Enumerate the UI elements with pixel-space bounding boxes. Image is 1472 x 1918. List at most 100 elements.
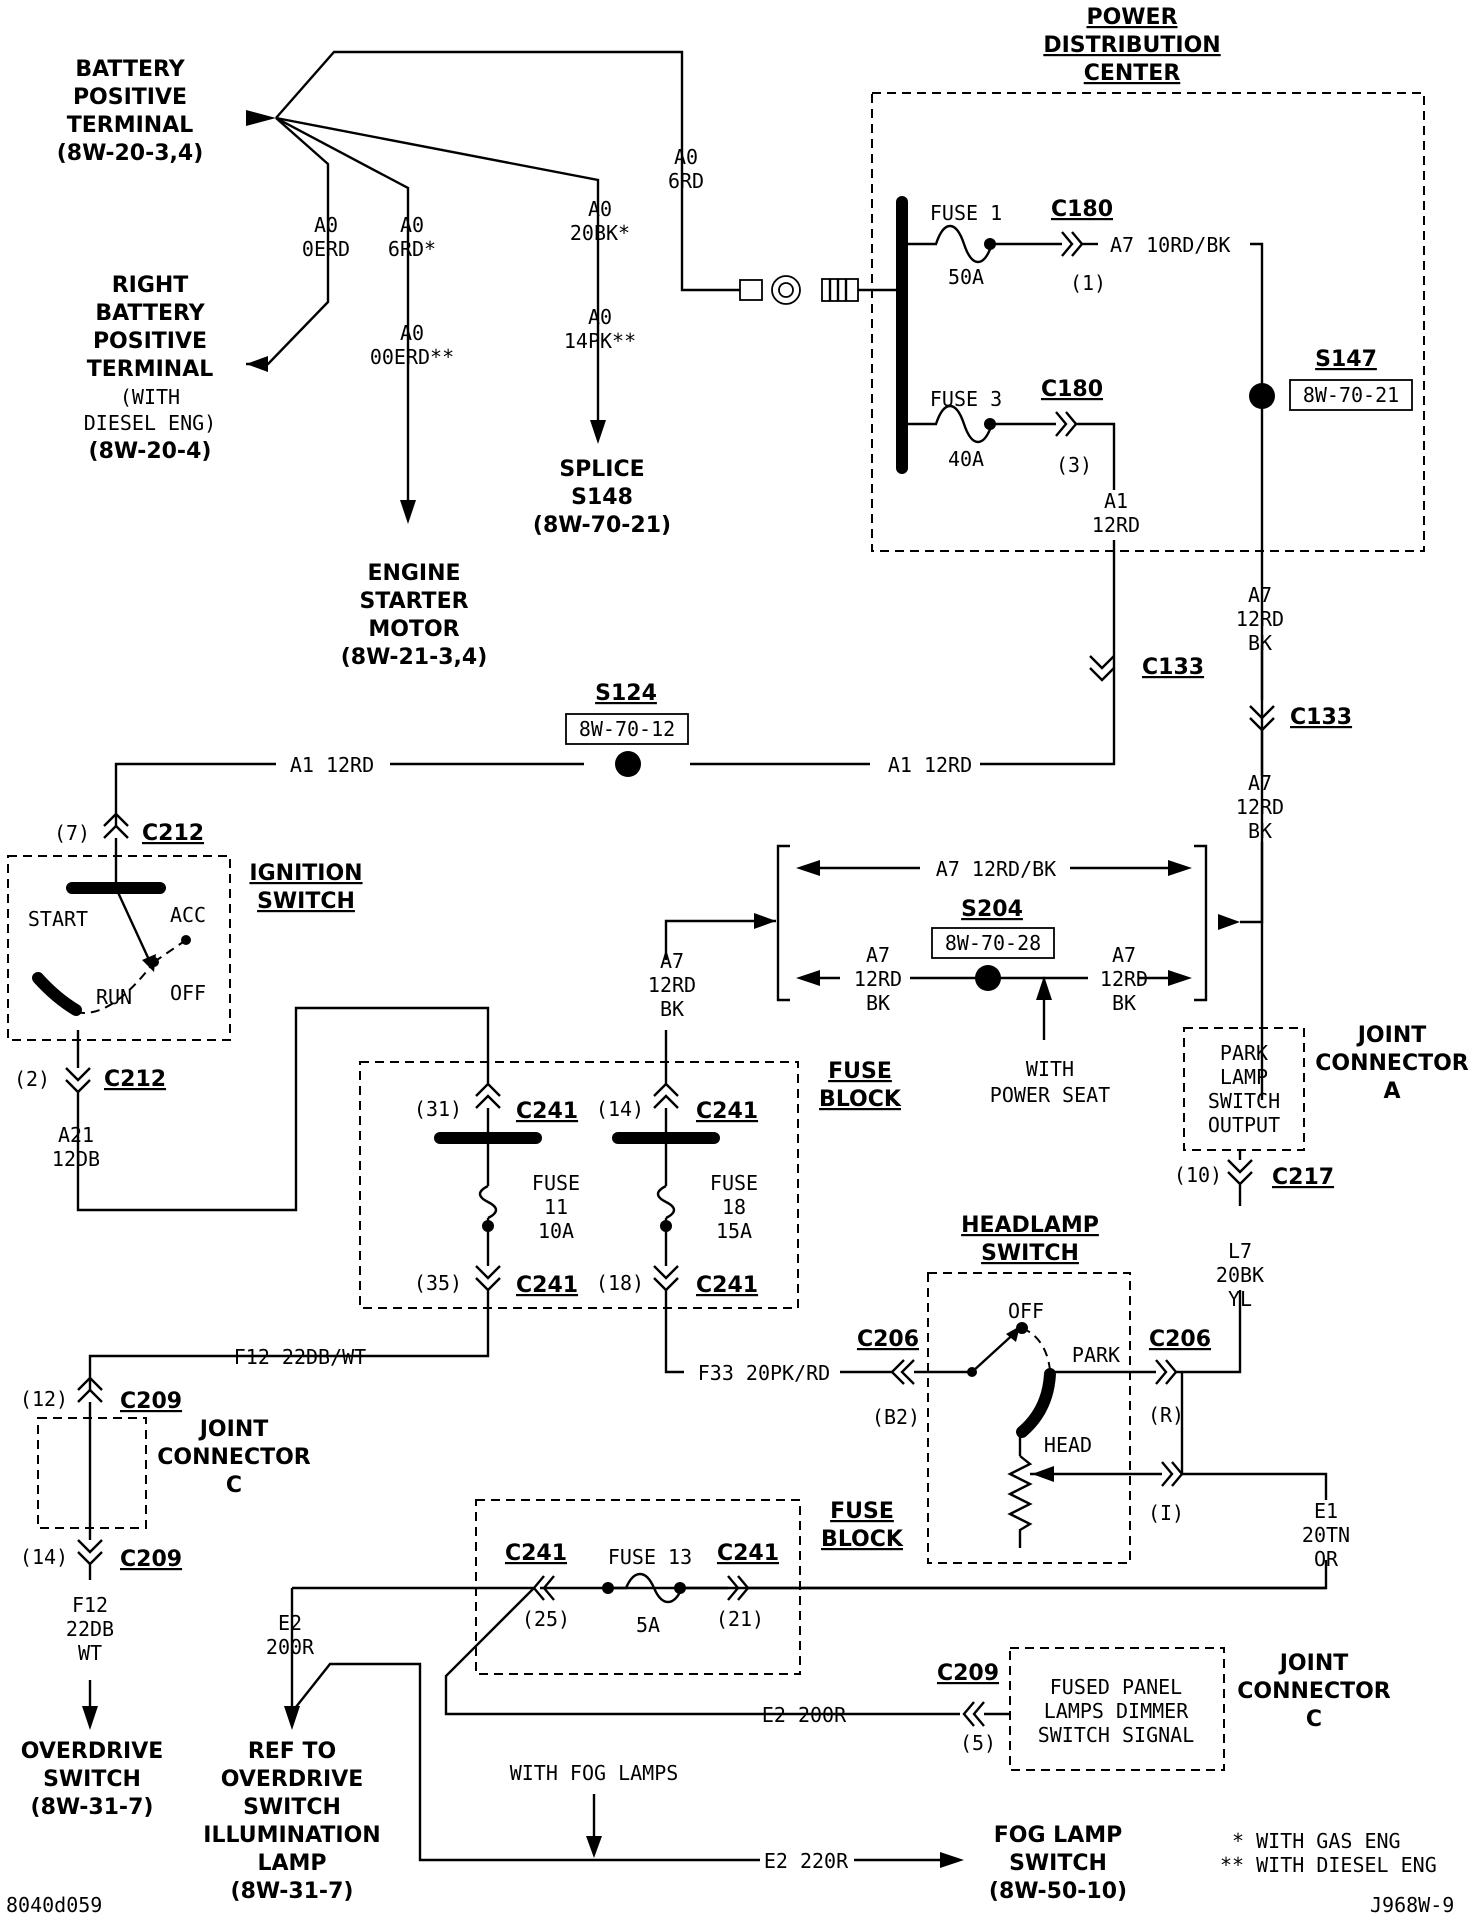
svg-text:SWITCH: SWITCH — [981, 1241, 1079, 1266]
svg-text:POWER: POWER — [1086, 5, 1177, 30]
fuse-block-upper-labels: FUSE BLOCK (31) C241 (14) C241 FUSE 11 1… — [234, 1059, 902, 1385]
svg-text:C133: C133 — [1290, 705, 1352, 730]
svg-text:(18): (18) — [596, 1271, 644, 1295]
svg-text:40A: 40A — [948, 447, 984, 471]
svg-text:FUSE: FUSE — [830, 1499, 894, 1524]
svg-text:(WITH: (WITH — [120, 385, 180, 409]
svg-text:SWITCH: SWITCH — [243, 1795, 341, 1820]
svg-text:6RD: 6RD — [668, 169, 704, 193]
svg-text:(8W-70-21): (8W-70-21) — [533, 513, 671, 538]
svg-text:J968W-9: J968W-9 — [1370, 1893, 1454, 1917]
svg-text:BATTERY: BATTERY — [75, 57, 185, 82]
svg-text:REF TO: REF TO — [248, 1739, 336, 1764]
svg-text:JOINT: JOINT — [1278, 1651, 1349, 1676]
headlamp-labels: HEADLAMP SWITCH OFF PARK HEAD C206 (B2) … — [857, 1213, 1350, 1571]
svg-text:LAMP: LAMP — [1220, 1065, 1268, 1089]
svg-text:BLOCK: BLOCK — [819, 1087, 902, 1112]
svg-text:A: A — [1383, 1079, 1400, 1104]
svg-text:OUTPUT: OUTPUT — [1208, 1113, 1280, 1137]
svg-text:C209: C209 — [120, 1389, 182, 1414]
svg-text:POSITIVE: POSITIVE — [93, 329, 207, 354]
svg-text:OFF: OFF — [170, 981, 206, 1005]
svg-text:A7: A7 — [1112, 943, 1136, 967]
svg-text:F33 20PK/RD: F33 20PK/RD — [698, 1361, 830, 1385]
svg-text:C212: C212 — [104, 1067, 166, 1092]
svg-text:C: C — [1306, 1707, 1322, 1732]
fused-panel-box — [1009, 1647, 1225, 1771]
svg-text:POSITIVE: POSITIVE — [73, 85, 187, 110]
pdc-title: POWER DISTRIBUTION CENTER — [1043, 5, 1220, 86]
svg-text:(8W-20-3,4): (8W-20-3,4) — [57, 141, 204, 166]
svg-text:BK: BK — [1248, 631, 1272, 655]
s124-labels: S124 8W-70-12 A1 12RD A1 12RD — [290, 681, 972, 777]
svg-text:A0: A0 — [588, 305, 612, 329]
svg-text:BATTERY: BATTERY — [95, 301, 205, 326]
svg-text:FUSE: FUSE — [532, 1171, 580, 1195]
svg-text:20TN: 20TN — [1302, 1523, 1350, 1547]
svg-text:(7): (7) — [54, 821, 90, 845]
engine-starter-label: ENGINE STARTER MOTOR (8W-21-3,4) — [341, 561, 488, 670]
svg-text:A7: A7 — [1248, 583, 1272, 607]
svg-text:A7: A7 — [866, 943, 890, 967]
wire-labels-top: A0 6RD A0 0ERD A0 6RD* A0 00ERD** A0 20B… — [302, 145, 704, 369]
svg-text:STARTER: STARTER — [359, 589, 468, 614]
svg-text:C209: C209 — [120, 1547, 182, 1572]
svg-text:OR: OR — [1314, 1547, 1339, 1571]
svg-text:(25): (25) — [522, 1607, 570, 1631]
svg-text:RUN: RUN — [96, 985, 132, 1009]
a1-a7-feeds — [114, 540, 1275, 930]
svg-text:8W-70-28: 8W-70-28 — [945, 931, 1041, 955]
svg-text:E1: E1 — [1314, 1499, 1338, 1523]
svg-text:14PK**: 14PK** — [564, 329, 636, 353]
svg-text:HEAD: HEAD — [1044, 1433, 1092, 1457]
svg-text:FUSED PANEL: FUSED PANEL — [1050, 1675, 1182, 1699]
svg-text:E2 220R: E2 220R — [764, 1849, 849, 1873]
svg-text:L7: L7 — [1228, 1239, 1252, 1263]
svg-text:C241: C241 — [516, 1099, 578, 1124]
svg-text:HEADLAMP: HEADLAMP — [961, 1213, 1099, 1238]
svg-text:FUSE 1: FUSE 1 — [930, 201, 1002, 225]
svg-text:C: C — [226, 1473, 242, 1498]
svg-text:BK: BK — [660, 997, 684, 1021]
svg-text:22DB: 22DB — [66, 1617, 114, 1641]
svg-text:6RD*: 6RD* — [388, 237, 436, 261]
svg-text:50A: 50A — [948, 265, 984, 289]
svg-text:A0: A0 — [314, 213, 338, 237]
a7-c133-labels: A7 12RD BK C133 A7 12RD BK C133 — [1142, 583, 1352, 843]
svg-text:BK: BK — [1248, 819, 1272, 843]
svg-text:A1: A1 — [1104, 489, 1128, 513]
svg-text:TERMINAL: TERMINAL — [87, 357, 214, 382]
svg-text:MOTOR: MOTOR — [368, 617, 459, 642]
svg-text:FUSE 3: FUSE 3 — [930, 387, 1002, 411]
svg-text:A0: A0 — [400, 213, 424, 237]
svg-text:(21): (21) — [716, 1607, 764, 1631]
svg-text:C209: C209 — [937, 1661, 999, 1686]
svg-text:C133: C133 — [1142, 655, 1204, 680]
svg-text:CONNECTOR: CONNECTOR — [1237, 1679, 1391, 1704]
svg-text:SWITCH: SWITCH — [1009, 1851, 1107, 1876]
svg-text:12RD: 12RD — [1236, 795, 1284, 819]
svg-text:BK: BK — [1112, 991, 1136, 1015]
c209-left-labels: (12) C209 JOINT CONNECTOR C (14) C209 F1… — [20, 1387, 311, 1665]
svg-text:A0: A0 — [400, 321, 424, 345]
battery-positive-terminal-label: BATTERY POSITIVE TERMINAL (8W-20-3,4) — [57, 57, 204, 166]
svg-text:CONNECTOR: CONNECTOR — [1315, 1051, 1469, 1076]
svg-text:C241: C241 — [505, 1541, 567, 1566]
svg-text:C241: C241 — [696, 1273, 758, 1298]
ignition-labels: (7) C212 IGNITION SWITCH START ACC RUN O… — [14, 821, 363, 1171]
svg-text:A7: A7 — [1248, 771, 1272, 795]
svg-text:8W-70-12: 8W-70-12 — [579, 717, 675, 741]
svg-text:C241: C241 — [516, 1273, 578, 1298]
svg-text:FUSE 13: FUSE 13 — [608, 1545, 692, 1569]
svg-text:12RD: 12RD — [1100, 967, 1148, 991]
svg-text:S148: S148 — [571, 485, 633, 510]
svg-text:8W-70-21: 8W-70-21 — [1303, 383, 1399, 407]
svg-text:JOINT: JOINT — [1356, 1023, 1427, 1048]
svg-text:LAMP: LAMP — [257, 1851, 326, 1876]
svg-text:CONNECTOR: CONNECTOR — [157, 1445, 311, 1470]
svg-text:12RD: 12RD — [1236, 607, 1284, 631]
svg-text:OFF: OFF — [1008, 1299, 1044, 1323]
svg-text:8040d059: 8040d059 — [6, 1893, 102, 1917]
svg-text:JOINT: JOINT — [198, 1417, 269, 1442]
